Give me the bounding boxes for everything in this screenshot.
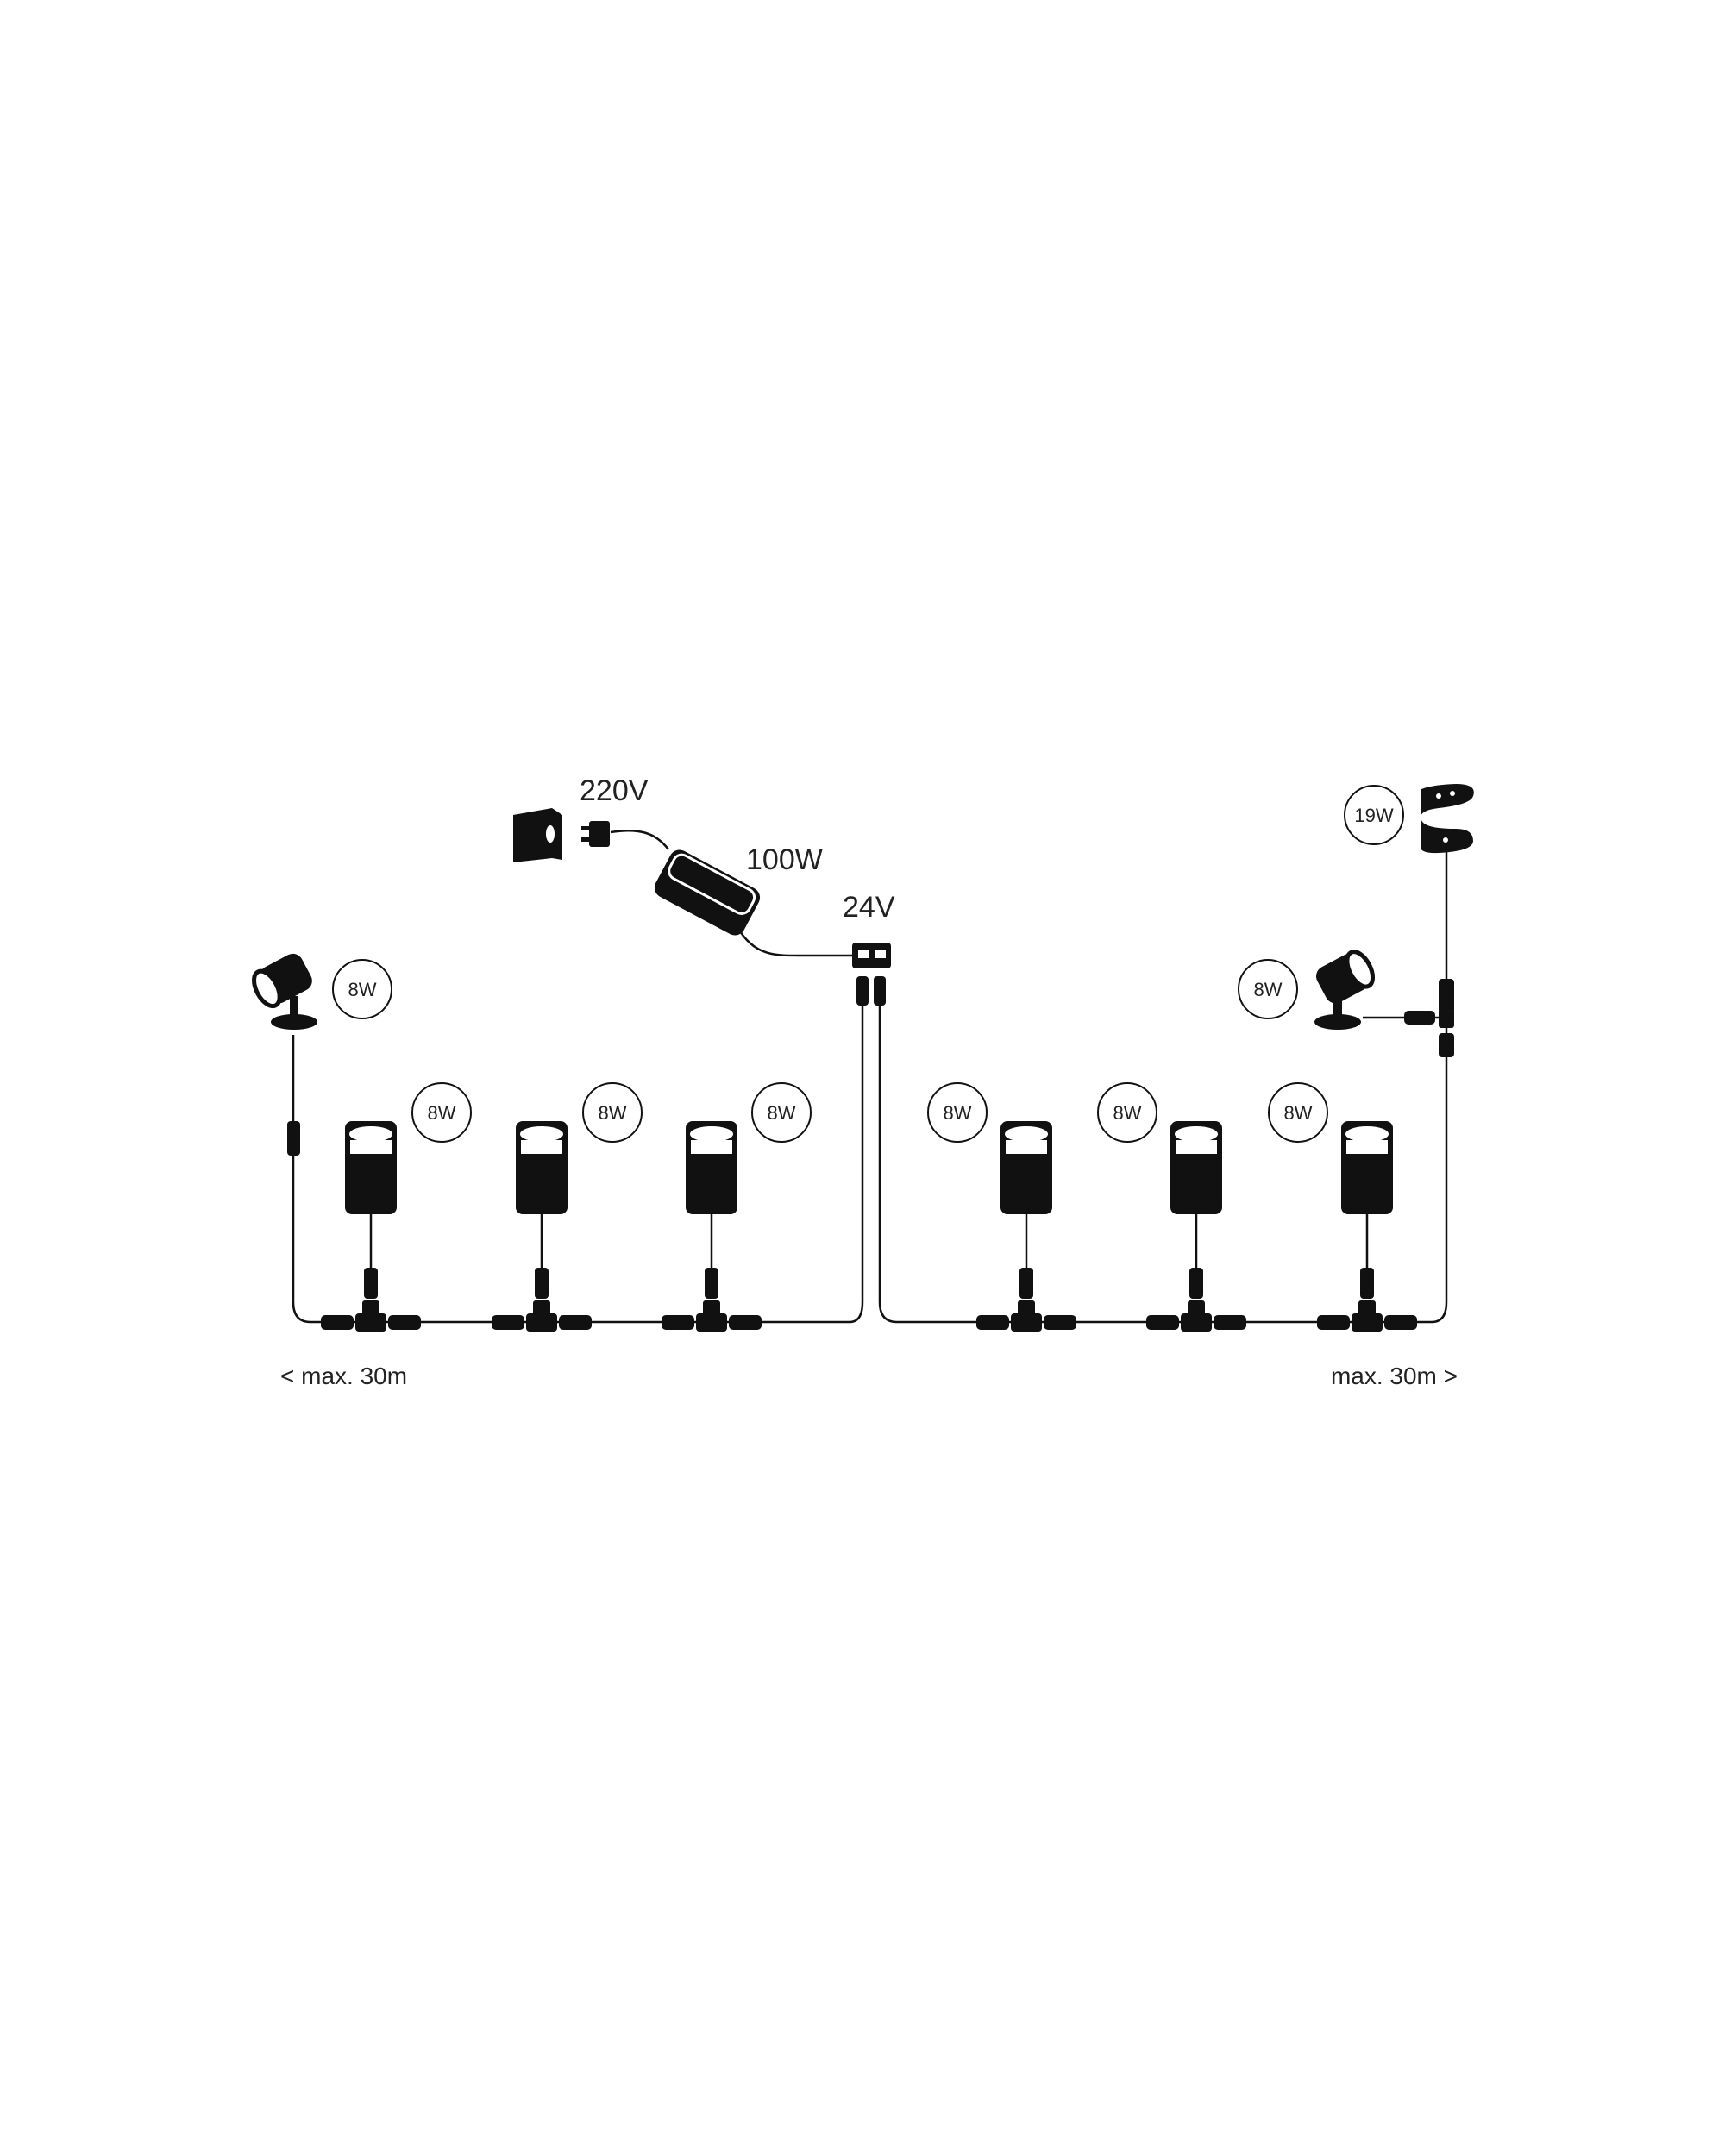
right-run-length-label: max. 30m > xyxy=(1331,1363,1458,1389)
lightstrip-badge: 19W xyxy=(1344,785,1404,845)
bollard-badge: 8W xyxy=(1268,1082,1328,1143)
bollard-badge: 8W xyxy=(582,1082,643,1143)
badge-text: 8W xyxy=(944,1102,972,1124)
bollard-icon xyxy=(686,1121,737,1214)
mains-voltage-label: 220V xyxy=(580,774,649,807)
t-connector-icon xyxy=(1317,1268,1417,1332)
left-run-length-label: < max. 30m xyxy=(280,1363,407,1389)
badge-text: 19W xyxy=(1354,805,1393,826)
output-voltage-label: 24V xyxy=(843,891,895,924)
spotlight-left-badge: 8W xyxy=(332,959,392,1019)
lightstrip-icon xyxy=(1421,784,1474,854)
bollard-badge: 8W xyxy=(927,1082,988,1143)
bollard-icon xyxy=(1341,1121,1393,1214)
bollard-icon xyxy=(516,1121,568,1214)
bollard-badge: 8W xyxy=(751,1082,812,1143)
bollard-icon xyxy=(1000,1121,1052,1214)
wall-socket-icon xyxy=(513,808,562,862)
spotlight-right-badge: 8W xyxy=(1238,959,1298,1019)
dc-cable xyxy=(736,926,854,957)
badge-text: 8W xyxy=(1284,1102,1313,1124)
badge-text: 8W xyxy=(599,1102,627,1124)
badge-text: 8W xyxy=(1113,1102,1142,1124)
badge-text: 8W xyxy=(768,1102,796,1124)
t-connector-icon xyxy=(662,1268,762,1332)
badge-text: 8W xyxy=(348,979,377,1000)
badge-text: 8W xyxy=(428,1102,456,1124)
inline-connector xyxy=(287,1121,300,1156)
badge-text: 8W xyxy=(1254,979,1283,1000)
t-connector-icon xyxy=(1146,1268,1246,1332)
bollard-badge: 8W xyxy=(411,1082,472,1143)
spotlight-icon xyxy=(252,953,317,1030)
spotlight-icon xyxy=(1314,950,1376,1030)
splitter-icon xyxy=(852,943,891,968)
bollard-icon xyxy=(345,1121,397,1214)
t-connector-icon xyxy=(976,1268,1076,1332)
splitter-output-connectors xyxy=(856,976,886,1006)
plug-icon xyxy=(581,821,610,847)
transformer-power-label: 100W xyxy=(746,843,823,876)
bollard-icon xyxy=(1170,1121,1222,1214)
t-connector-icon xyxy=(321,1268,421,1332)
bollard-badge: 8W xyxy=(1097,1082,1157,1143)
t-connector-icon xyxy=(492,1268,592,1332)
mains-cable xyxy=(610,829,669,850)
t-connector-icon xyxy=(1404,979,1454,1057)
power-supply-icon xyxy=(654,849,761,936)
